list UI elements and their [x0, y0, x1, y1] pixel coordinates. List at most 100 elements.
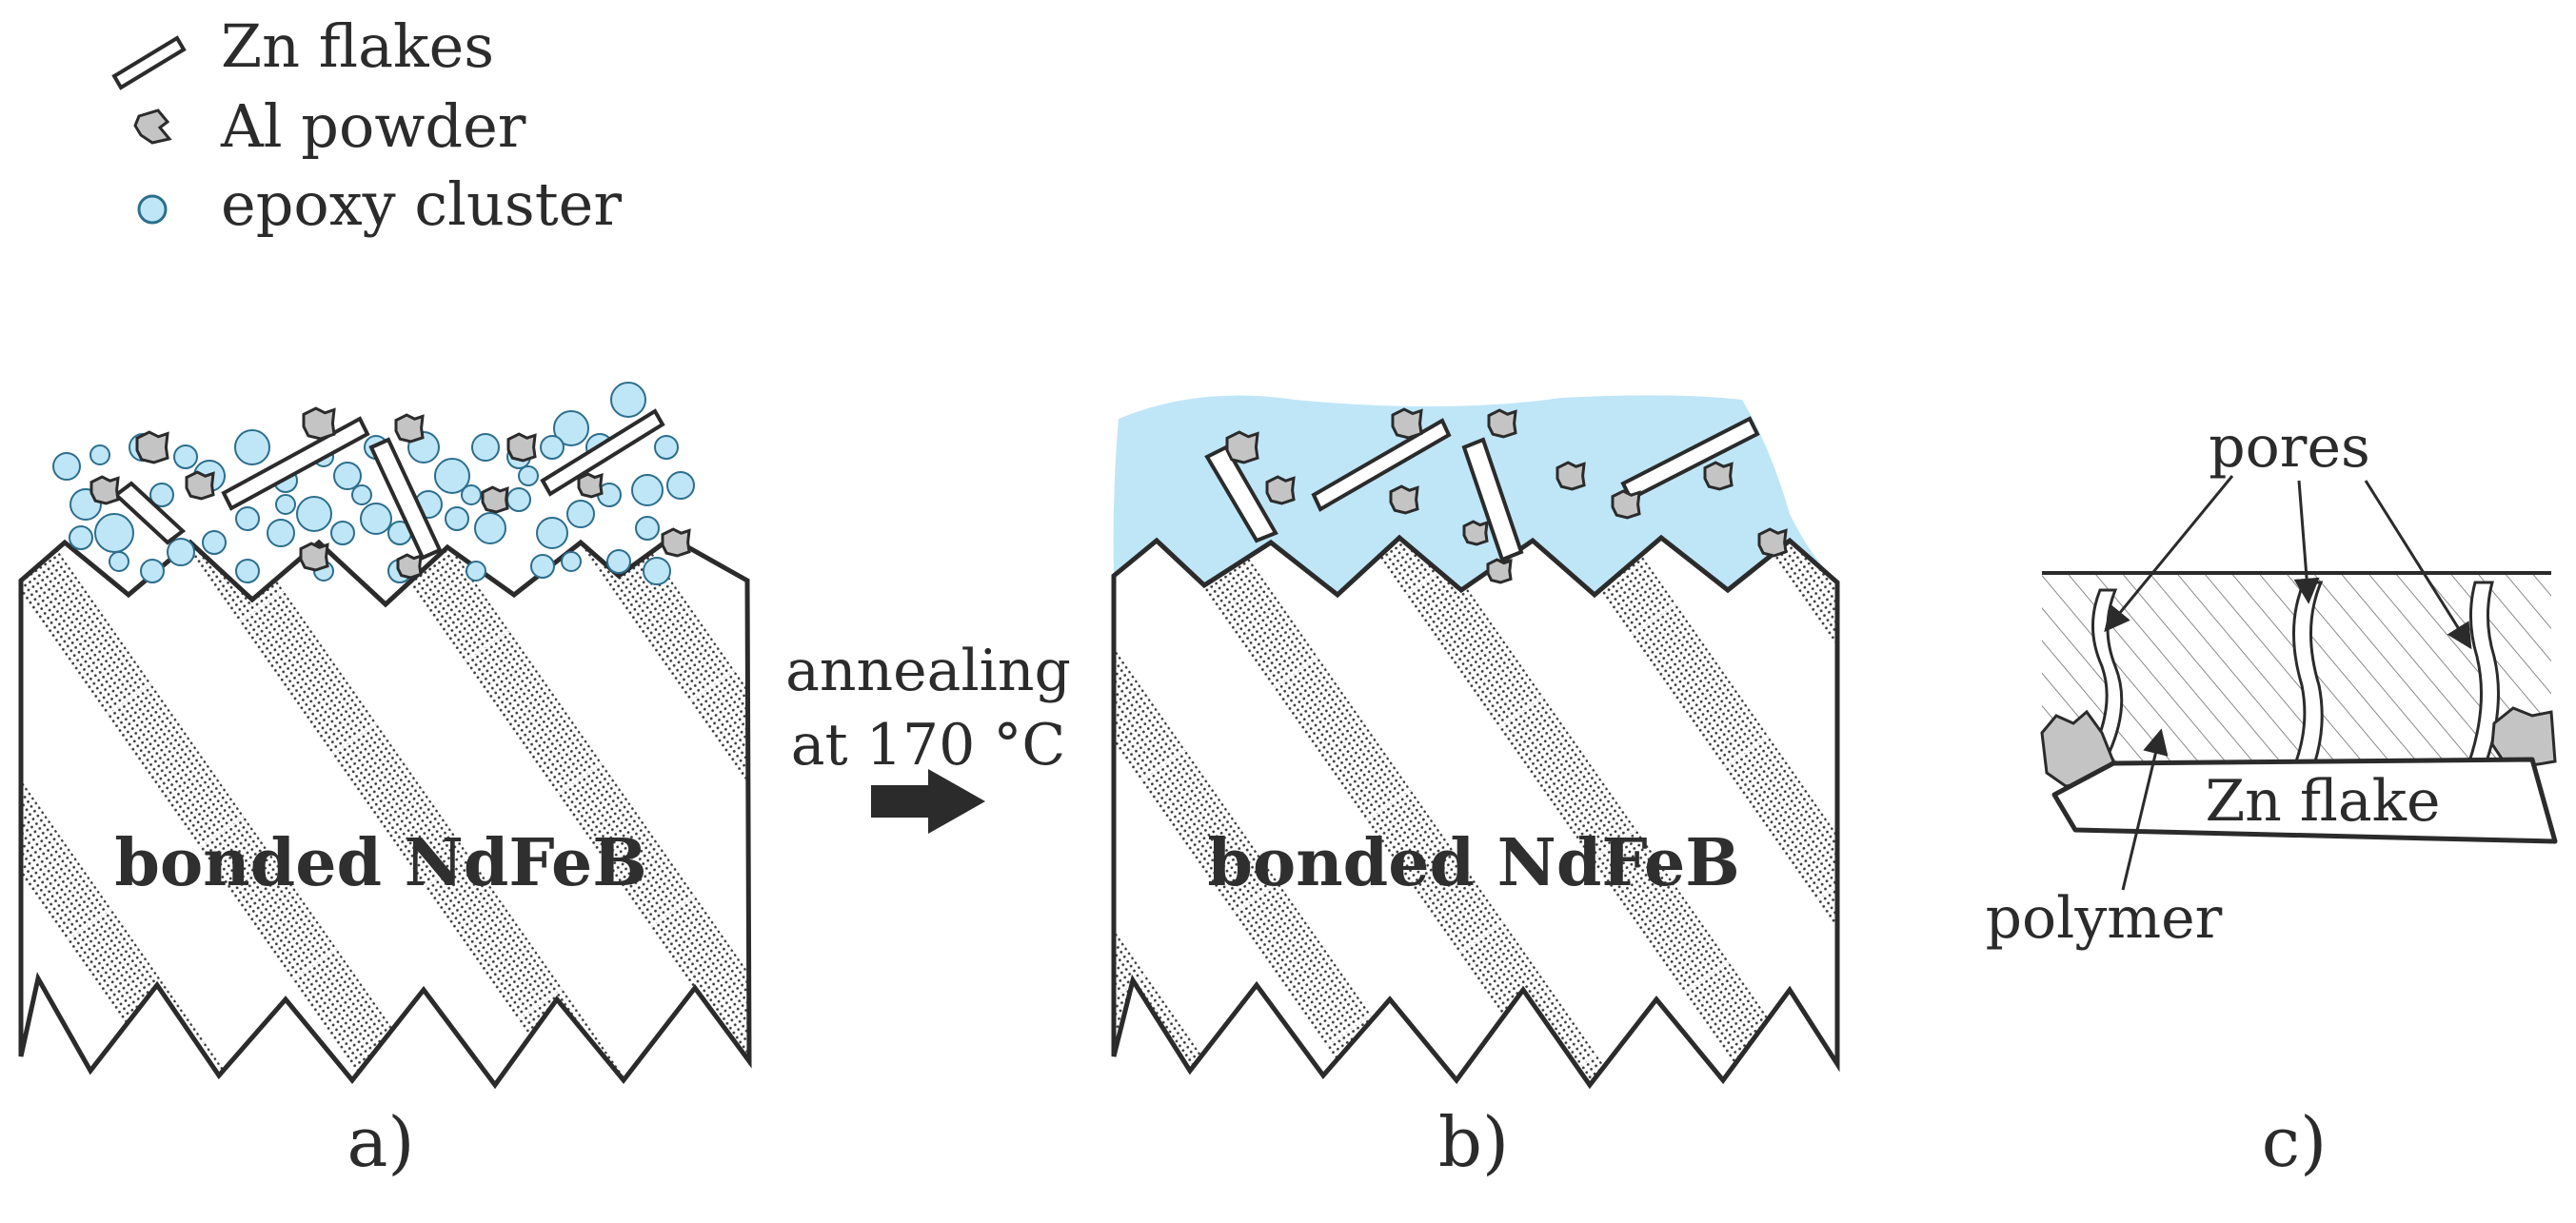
al-powder [1611, 489, 1641, 520]
pores-leader-right [2364, 480, 2472, 650]
al-powder [1556, 461, 1586, 491]
epoxy-cluster [466, 561, 486, 582]
legend-item-zn-flakes: Zn flakes [111, 11, 494, 90]
pores-leader-middle [2293, 480, 2320, 604]
epoxy-cluster [445, 506, 469, 531]
polymer-leader [2121, 728, 2169, 891]
annealing-step: annealing at 170 °C [785, 638, 1071, 834]
zn-flake [1311, 418, 1452, 512]
panel-b: bonded NdFeB b) [1111, 395, 1840, 1182]
process-arrow-icon [871, 769, 985, 834]
epoxy-cluster [530, 554, 555, 579]
epoxy-cluster [267, 519, 295, 547]
epoxy-cluster [351, 484, 372, 505]
zn-flake [540, 408, 665, 497]
epoxy-cluster [606, 549, 631, 574]
epoxy-cluster [566, 500, 595, 528]
ndfeb-block-b [1111, 534, 1840, 1090]
pores-label: pores [2209, 414, 2370, 481]
legend-label-zn-flakes: Zn flakes [221, 11, 494, 81]
zn-flake [1204, 444, 1278, 543]
zn-flake [112, 481, 187, 545]
panel-caption-c: c) [2262, 1102, 2327, 1182]
ndfeb-block-a [18, 535, 752, 1090]
al-powder [481, 485, 509, 514]
epoxy-cluster [149, 483, 174, 507]
epoxy-cluster [506, 487, 531, 512]
al-powder [299, 542, 329, 572]
epoxy-cluster [461, 484, 482, 505]
epoxy-cluster [360, 503, 392, 535]
al-powder [577, 472, 604, 499]
epoxy-cluster [235, 559, 260, 583]
epoxy-cluster [643, 557, 671, 585]
zn-flake-icon [111, 35, 187, 90]
legend-item-al-powder: Al powder [133, 91, 526, 161]
epoxy-cluster [474, 512, 506, 544]
panel-caption-a: a) [347, 1102, 414, 1182]
annealing-label: annealing [785, 638, 1071, 704]
al-powder [661, 527, 691, 558]
epoxy-cluster [52, 452, 81, 481]
legend-item-epoxy-cluster: epoxy cluster [137, 169, 622, 239]
epoxy-cluster [540, 435, 565, 460]
epoxy-cluster [553, 410, 589, 446]
epoxy-cluster [94, 513, 134, 553]
al-powder [1265, 475, 1296, 505]
zn-flake [1461, 437, 1524, 562]
al-powder [1225, 430, 1259, 464]
legend: Zn flakes Al powder epoxy cluster [111, 11, 622, 239]
epoxy-cluster [296, 496, 332, 532]
legend-label-al-powder: Al powder [220, 91, 526, 161]
al-powder [185, 470, 215, 501]
epoxy-cluster [275, 494, 296, 515]
epoxy-cluster [235, 506, 260, 531]
al-powder [1391, 407, 1423, 440]
al-powder [394, 413, 425, 444]
al-powder [1703, 461, 1734, 491]
epoxy-cluster [109, 551, 129, 572]
al-powder [396, 553, 423, 580]
epoxy-coating-layer [1113, 395, 1837, 595]
panel-caption-b: b) [1438, 1102, 1509, 1182]
al-powder [1389, 484, 1419, 515]
al-powder [1487, 408, 1517, 439]
al-powder [89, 475, 120, 505]
polymer-label: polymer [1986, 885, 2223, 952]
epoxy-cluster [610, 382, 646, 418]
zn-flake [221, 416, 370, 511]
epoxy-cluster [202, 530, 227, 555]
epoxy-cluster [518, 465, 539, 486]
zn-flake-cross-section [2051, 757, 2558, 844]
epoxy-cluster [140, 559, 165, 583]
block-label-b: bonded NdFeB [1207, 825, 1739, 901]
al-powder [135, 430, 169, 464]
epoxy-cluster [167, 538, 195, 566]
epoxy-cluster [234, 429, 270, 465]
epoxy-cluster [434, 458, 470, 494]
epoxy-cluster [471, 433, 500, 462]
panel-a: bonded NdFeB a) [18, 382, 752, 1182]
epoxy-cluster [330, 521, 355, 545]
epoxy-cluster-icon [137, 194, 168, 225]
al-powder-icon [133, 108, 172, 145]
al-powder [2490, 706, 2557, 767]
epoxy-cluster [635, 516, 660, 541]
epoxy-cluster [173, 444, 198, 469]
pores-leader-left [2104, 475, 2234, 633]
block-label-a: bonded NdFeB [114, 825, 646, 901]
al-powder [302, 406, 336, 441]
epoxy-cluster [333, 462, 362, 490]
al-powder [1486, 558, 1513, 584]
particle-layer-b [1204, 407, 1788, 584]
epoxy-cluster [561, 551, 582, 572]
epoxy-cluster [631, 474, 664, 506]
legend-label-epoxy-cluster: epoxy cluster [221, 169, 622, 239]
al-powder [1757, 527, 1788, 558]
epoxy-cluster [89, 444, 110, 465]
epoxy-cluster [69, 525, 93, 550]
al-powder [1462, 520, 1489, 546]
particle-layer-a [52, 382, 695, 585]
epoxy-cluster [536, 517, 568, 549]
